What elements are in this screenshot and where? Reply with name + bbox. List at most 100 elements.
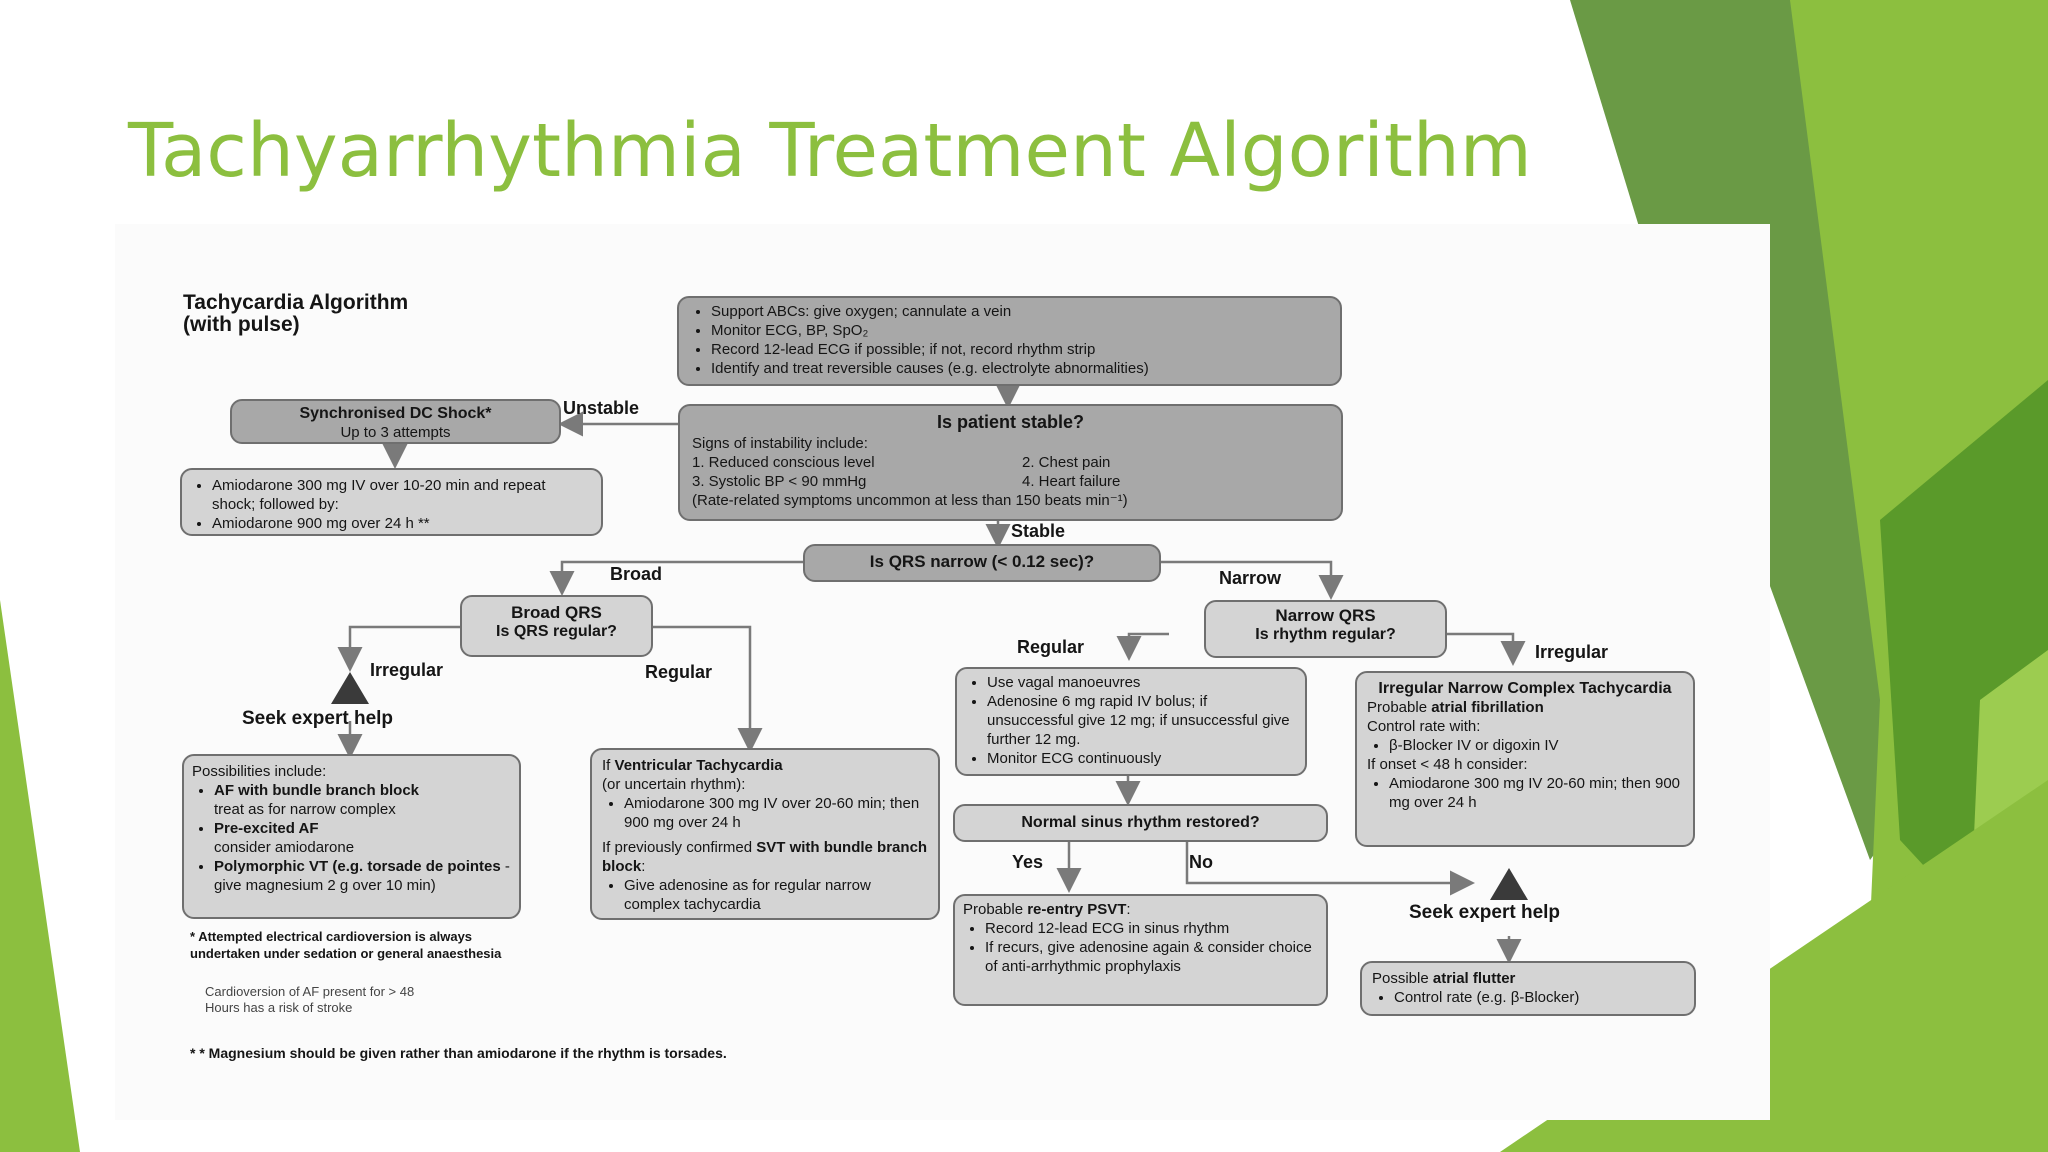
irregular-narrow-probable: Probable atrial fibrillation [1367,698,1683,717]
vt-line1-bold: Ventricular Tachycardia [614,757,783,774]
vt-line3-post: : [641,858,646,875]
vt-line3-bold: SVT with bundle branch block [602,839,928,875]
narrow-regular-label: Regular [1017,637,1085,657]
footnote-cardioversion: * Attempted electrical cardioversion is … [190,929,502,961]
signs-row-2: 3. Systolic BP < 90 mmHg 4. Heart failur… [692,472,1329,491]
vagal-item: Use vagal manoeuvres [987,673,1297,692]
initial-step: Monitor ECG, BP, SpO₂ [711,321,1330,340]
psvt-intro-bold: re-entry PSVT [1027,901,1127,918]
vt-item: Amiodarone 300 mg IV over 20-60 min; the… [624,794,928,832]
psvt-intro-post: : [1126,901,1131,918]
irregular-narrow-onset: If onset < 48 h consider: [1367,756,1528,773]
possibility-item-title: AF with bundle branch block [214,782,420,799]
possibility-item-text: consider amiodarone [214,839,355,856]
vagal-box: Use vagal manoeuvres Adenosine 6 mg rapi… [955,667,1307,776]
possibility-item: Polymorphic VT (e.g. torsade de pointes … [214,857,511,895]
stability-box: Is patient stable? Signs of instability … [678,404,1343,521]
possibility-item: Pre-excited AF consider amiodarone [214,819,511,857]
psvt-item: If recurs, give adenosine again & consid… [985,938,1318,976]
qrs-question: Is QRS narrow (< 0.12 sec)? [869,552,1095,571]
initial-step: Identify and treat reversible causes (e.… [711,359,1330,378]
possibility-item-text: - give magnesium 2 g over 10 min) [214,858,510,894]
vt-box: If Ventricular Tachycardia (or uncertain… [590,748,940,920]
shock-box: Synchronised DC Shock* Up to 3 attempts [230,399,561,444]
nsr-question-box: Normal sinus rhythm restored? [953,804,1328,842]
broad-label: Broad [610,564,663,584]
nsr-question: Normal sinus rhythm restored? [1021,814,1260,831]
signs-row-1: 1. Reduced conscious level 2. Chest pain [692,453,1329,472]
initial-steps-box: Support ABCs: give oxygen; cannulate a v… [677,296,1342,386]
irregular-narrow-item: Amiodarone 300 mg IV 20-60 min; then 900… [1389,774,1683,812]
amiodarone-box: Amiodarone 300 mg IV over 10-20 min and … [180,468,603,536]
qrs-question-box: Is QRS narrow (< 0.12 sec)? [803,544,1161,582]
algorithm-title-line2: (with pulse) [183,313,300,336]
flutter-line: Possible atrial flutter [1372,969,1684,988]
irregular-narrow-control: Control rate with: [1367,718,1481,735]
probable-bold: atrial fibrillation [1431,699,1544,716]
algorithm-figure: Tachycardia Algorithm (with pulse) Suppo… [115,224,1770,1120]
stability-note: (Rate-related symptoms uncommon at less … [692,492,1128,509]
amiodarone-item: Amiodarone 300 mg IV over 10-20 min and … [212,476,593,514]
stable-label: Stable [1011,521,1066,541]
initial-step: Record 12-lead ECG if possible; if not, … [711,340,1330,359]
vt-line3: If previously confirmed SVT with bundle … [602,838,928,876]
irregular-narrow-title: Irregular Narrow Complex Tachycardia [1378,680,1672,697]
possibility-item-title: Polymorphic VT (e.g. torsade de pointes [214,858,501,875]
vt-line2: (or uncertain rhythm): [602,776,746,793]
sign-item: 1. Reduced conscious level [692,454,875,471]
seek-help-right: Seek expert help [1409,902,1561,923]
stability-question: Is patient stable? [936,412,1085,432]
psvt-intro: Probable re-entry PSVT: [963,900,1318,919]
irregular-narrow-box: Irregular Narrow Complex Tachycardia Pro… [1355,671,1695,847]
vt-item: Give adenosine as for regular narrow com… [624,876,928,914]
broad-qrs-question: Is QRS regular? [496,623,617,640]
amiodarone-item: Amiodarone 900 mg over 24 h ** [212,514,593,533]
flutter-line-pre: Possible [1372,970,1433,987]
narrow-irregular-label: Irregular [1535,642,1609,662]
algorithm-title: Tachycardia Algorithm (with pulse) [183,292,408,336]
possibility-item-title: Pre-excited AF [214,820,319,837]
algorithm-title-line1: Tachycardia Algorithm [183,291,409,314]
broad-qrs-box: Broad QRS Is QRS regular? [460,595,653,657]
unstable-label: Unstable [563,398,640,418]
possibilities-intro: Possibilities include: [192,763,327,780]
flutter-line-bold: atrial flutter [1432,970,1516,987]
narrow-qrs-title: Narrow QRS [1275,606,1376,625]
warning-triangle-icon [331,672,369,704]
psvt-item: Record 12-lead ECG in sinus rhythm [985,919,1318,938]
sign-item: 4. Heart failure [1022,473,1121,490]
narrow-label: Narrow [1219,568,1282,588]
flutter-item: Control rate (e.g. β-Blocker) [1394,988,1684,1007]
vagal-item: Monitor ECG continuously [987,749,1297,768]
shock-subtitle: Up to 3 attempts [340,424,451,441]
vt-line3-pre: If previously confirmed [602,839,757,856]
broad-irregular-label: Irregular [370,660,444,680]
narrow-qrs-question: Is rhythm regular? [1255,626,1396,643]
possibility-item-text: treat as for narrow complex [214,801,396,818]
broad-regular-label: Regular [645,662,713,682]
vt-line1: If Ventricular Tachycardia [602,756,928,775]
probable-pre: Probable [1367,699,1432,716]
no-label: No [1189,852,1213,872]
psvt-box: Probable re-entry PSVT: Record 12-lead E… [953,894,1328,1006]
signs-intro: Signs of instability include: [692,435,868,452]
vagal-item: Adenosine 6 mg rapid IV bolus; if unsucc… [987,692,1297,749]
irregular-narrow-item: β-Blocker IV or digoxin IV [1389,736,1683,755]
initial-step: Support ABCs: give oxygen; cannulate a v… [711,302,1330,321]
broad-qrs-title: Broad QRS [511,603,602,622]
possibilities-box: Possibilities include: AF with bundle br… [182,754,521,919]
sign-item: 3. Systolic BP < 90 mmHg [692,473,867,490]
warning-triangle-icon [1490,868,1528,900]
flutter-box: Possible atrial flutter Control rate (e.… [1360,961,1696,1016]
slide-title: Tachyarrhythmia Treatment Algorithm [128,108,1532,194]
narrow-qrs-box: Narrow QRS Is rhythm regular? [1204,600,1447,658]
psvt-intro-pre: Probable [963,901,1028,918]
possibility-item: AF with bundle branch block treat as for… [214,781,511,819]
shock-title: Synchronised DC Shock* [299,405,492,422]
footnote-af-risk: Cardioversion of AF present for > 48 Hou… [205,984,415,1015]
yes-label: Yes [1012,852,1044,872]
footnote-magnesium: * * Magnesium should be given rather tha… [190,1045,727,1061]
seek-help-left: Seek expert help [242,708,394,729]
vt-line1-pre: If [602,757,615,774]
sign-item: 2. Chest pain [1022,454,1111,471]
